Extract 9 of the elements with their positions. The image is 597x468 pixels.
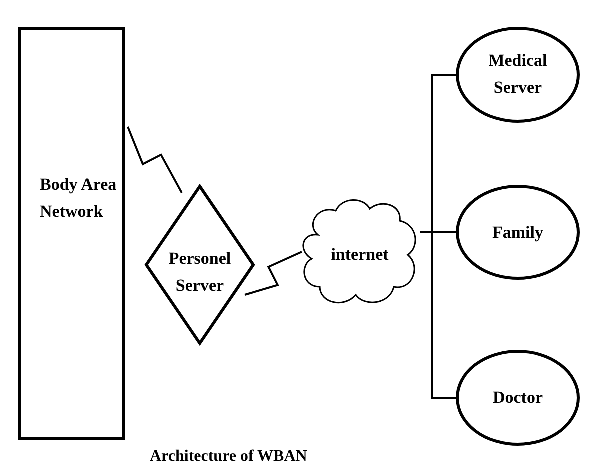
caption: Architecture of WBAN xyxy=(150,448,308,466)
node-label: Personel Server xyxy=(168,248,232,297)
node-label: Doctor xyxy=(492,387,544,409)
node-label: Body Area Network xyxy=(40,174,118,223)
node-label: Medical Server xyxy=(488,50,548,99)
node-label: internet xyxy=(330,244,390,266)
node-label: Family xyxy=(492,222,544,244)
lightning-link xyxy=(244,251,302,296)
lightning-link xyxy=(127,126,183,194)
